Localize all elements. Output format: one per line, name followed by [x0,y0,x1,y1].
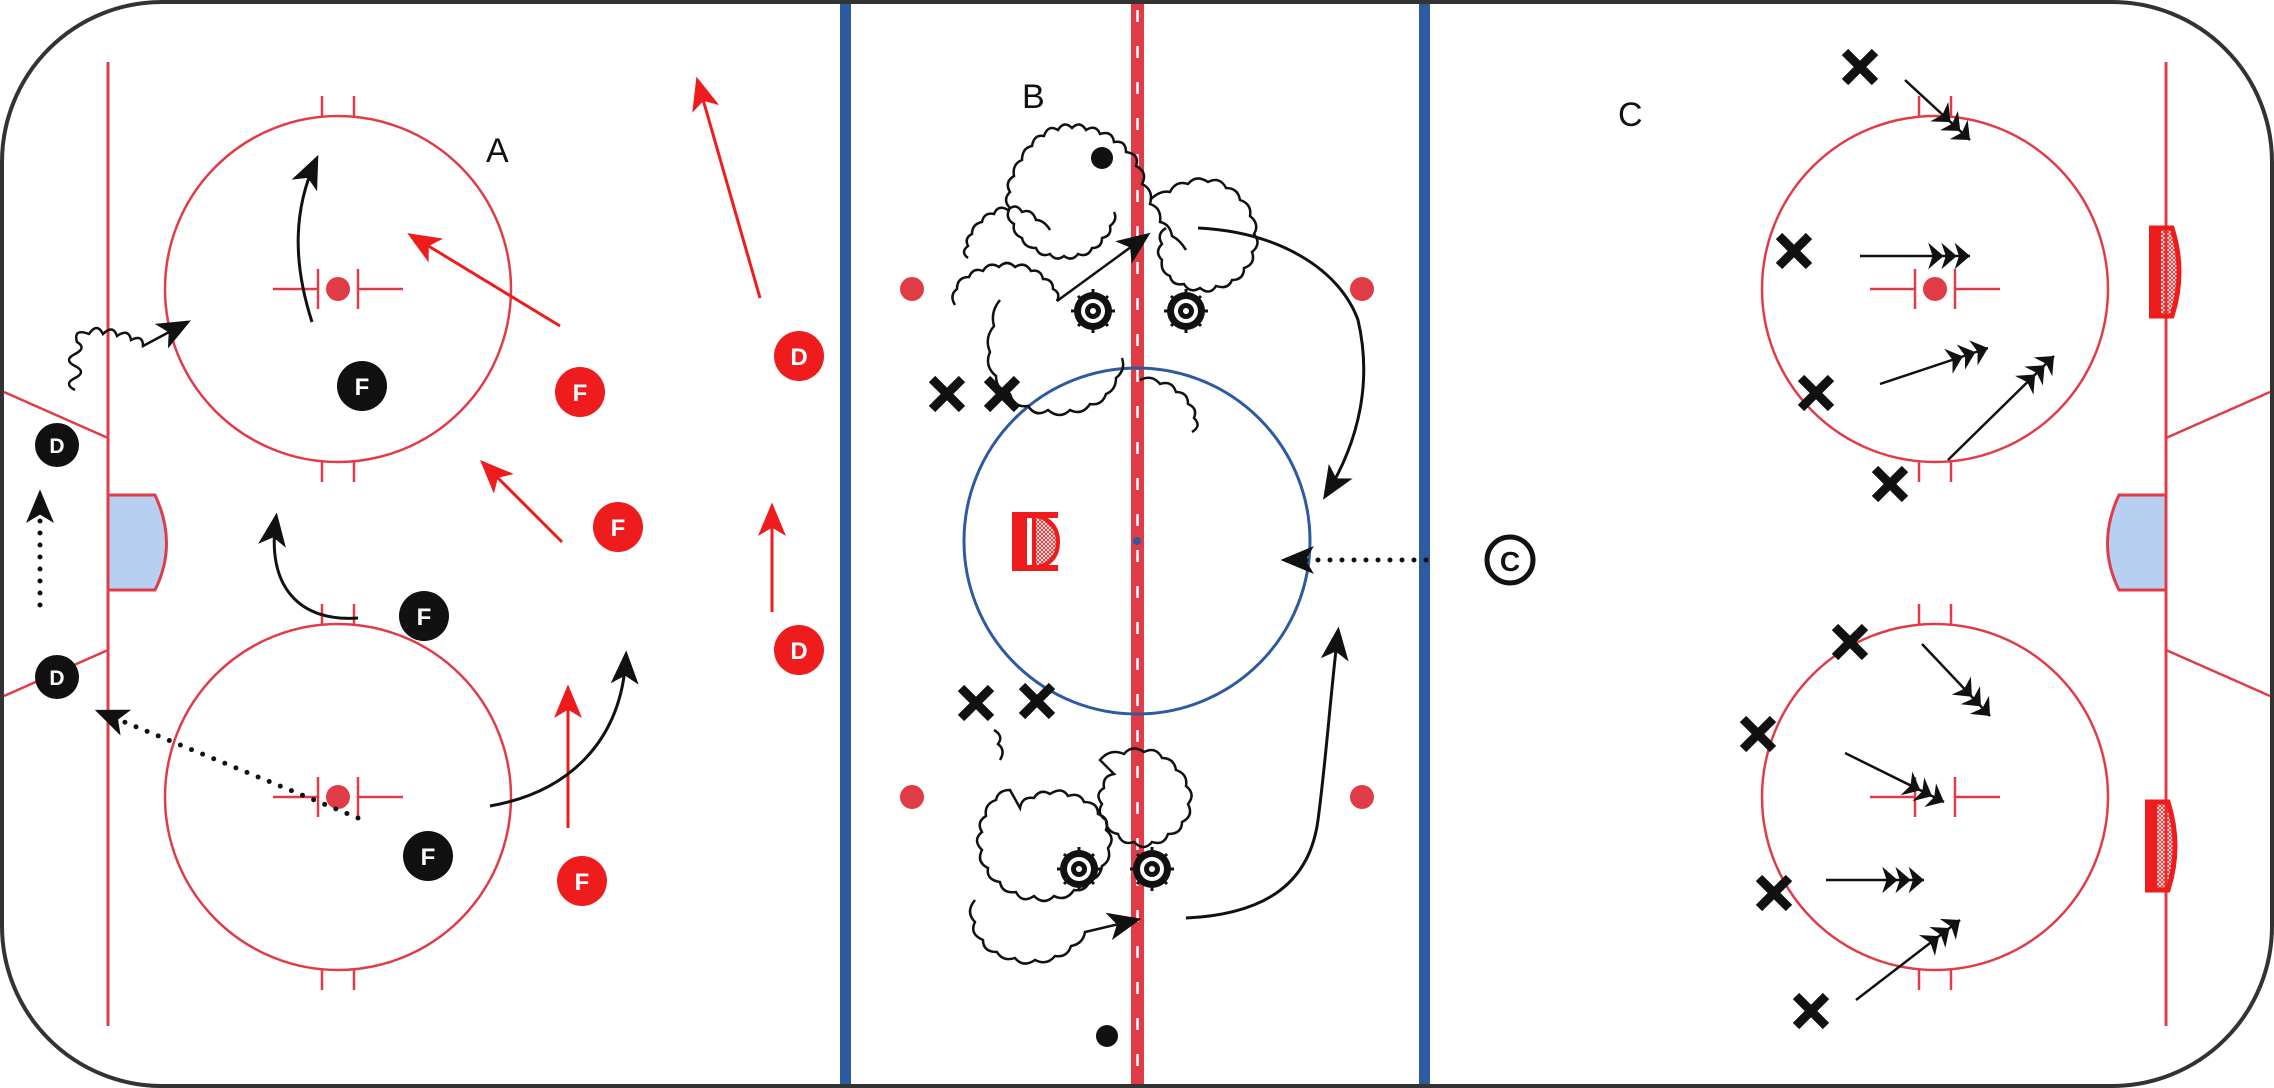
black-skate-arrow [1197,226,1366,500]
red-d-token: D [774,331,824,381]
right-bottom-faceoff-circle [1760,604,2110,990]
shot-arrow [1921,643,1991,717]
puck-icon [1091,147,1113,169]
right-crease [2106,493,2168,592]
puck-carry-path [975,728,1193,903]
left-blue-line [840,4,851,1084]
black-d-token: D [35,655,79,699]
black-skate-arrow [258,512,359,620]
svg-text:D: D [790,638,807,665]
zone-label-c: C [1618,96,1643,134]
puck-carry-path [962,123,1188,260]
red-d-token: D [774,625,824,675]
svg-text:F: F [611,515,626,542]
zone-a-drill: D D F F F F F F [26,76,824,906]
neutral-faceoff-dot [900,785,924,809]
zone-c-drill [1743,52,2182,1026]
red-skate-arrow [480,460,564,544]
zone-label-b: B [1022,78,1045,116]
zone-b-drill [932,123,1429,1047]
neutral-faceoff-dot [1350,785,1374,809]
shot-arrow [1879,340,1989,386]
red-f-token: F [557,856,607,906]
puck-carry-path [951,232,1151,306]
right-blue-line [1419,4,1430,1084]
black-skate-arrow [1185,626,1349,920]
puck-carry-path [968,899,1142,965]
neutral-faceoff-dot [1350,277,1374,301]
svg-text:F: F [417,604,432,631]
left-top-faceoff-circle [163,96,513,482]
red-skate-arrow [692,76,762,299]
svg-text:D: D [790,344,807,371]
puck-carry-path [67,320,191,392]
center-dot [1133,537,1141,545]
zone-label-a: A [486,132,509,170]
shot-arrow [1947,355,2055,461]
black-f-token: F [399,591,449,641]
portable-net-icon [1012,512,1061,571]
portable-net-icon [2145,799,2178,893]
shot-arrow [1844,751,1945,807]
black-skate-arrow [291,154,319,323]
red-f-token: F [555,367,605,417]
pass-line [94,709,361,821]
svg-text:F: F [573,380,588,407]
svg-text:D: D [49,667,64,690]
red-skate-arrow [407,233,561,328]
svg-text:F: F [421,844,436,871]
black-d-token: D [35,423,79,467]
svg-text:F: F [575,869,590,896]
black-f-token: F [337,361,387,411]
portable-net-icon [2149,225,2182,319]
puck-carry-path [1139,177,1259,434]
coach-icon: C [1484,534,1536,586]
svg-text:F: F [355,374,370,401]
black-f-token: F [403,831,453,881]
center-circle [962,366,1312,716]
neutral-faceoff-dot [900,277,924,301]
svg-text:D: D [49,435,64,458]
shot-arrow [1904,79,1971,141]
red-f-token: F [593,502,643,552]
svg-text:C: C [1500,546,1520,577]
left-crease [106,493,168,592]
puck-carry-path [986,299,1125,417]
right-trapezoid [2165,390,2271,698]
shot-arrow [1855,918,1961,1001]
black-skate-arrow [489,650,639,808]
puck-icon [1096,1025,1118,1047]
